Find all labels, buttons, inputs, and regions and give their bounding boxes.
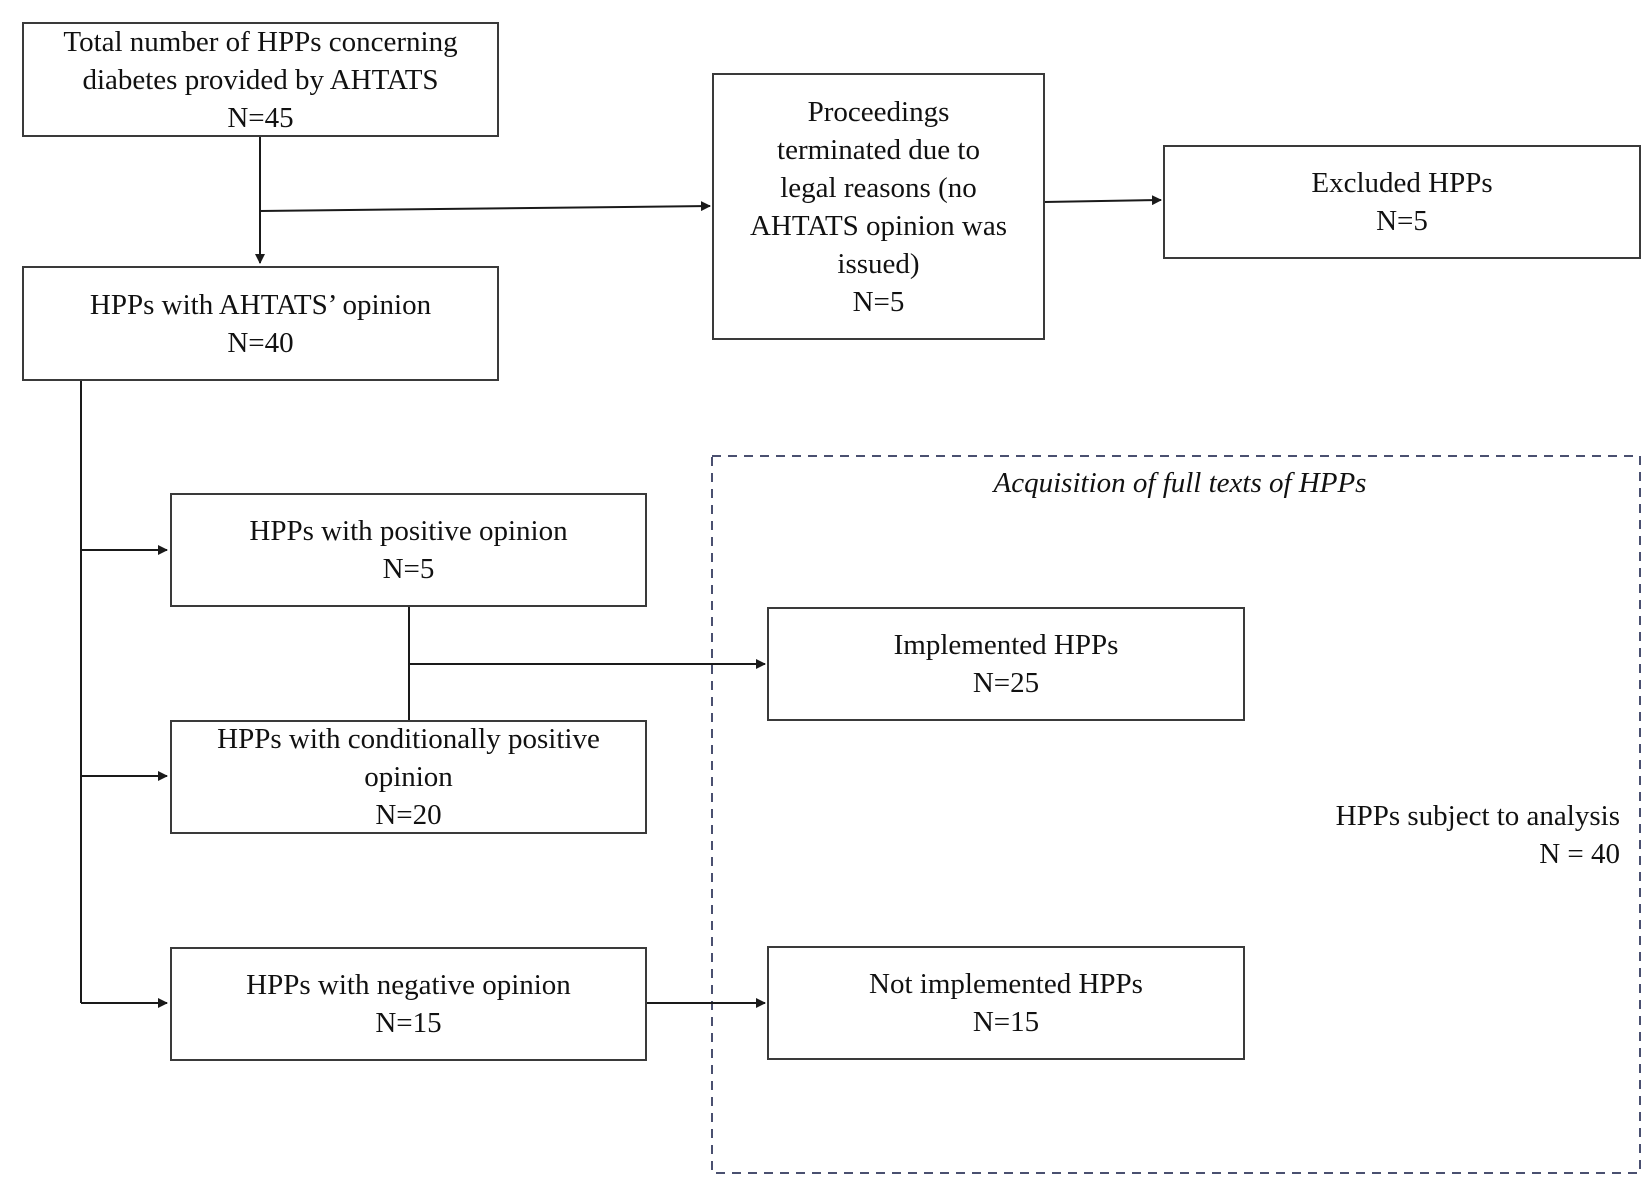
conditional-opinion-box: HPPs with conditionally positive opinion… [170,720,647,834]
negative-count: N=15 [375,1007,442,1039]
terminated-line-5: issued) [837,247,920,280]
with-opinion-count: N=40 [227,326,294,359]
analysis-line-1: HPPs subject to analysis [1335,800,1620,832]
excluded-hpps-box: Excluded HPPs N=5 [1163,145,1641,259]
with-opinion-line-1: HPPs with AHTATS’ opinion [89,288,432,321]
total-hpps-box: Total number of HPPs concerning diabetes… [22,22,499,137]
total-hpps-line-1: Total number of HPPs concerning [63,25,458,58]
positive-opinion-box: HPPs with positive opinion N=5 [170,493,647,607]
terminated-line-3: legal reasons (no [780,171,977,204]
analysis-count: N = 40 [1539,838,1620,870]
not-implemented-line-1: Not implemented HPPs [869,968,1143,1000]
excluded-count: N=5 [1376,205,1428,237]
not-implemented-hpps-box: Not implemented HPPs N=15 [767,946,1245,1060]
hpps-with-opinion-box: HPPs with AHTATS’ opinion N=40 [22,266,499,381]
conditional-line-2: opinion [364,761,453,793]
total-hpps-count: N=45 [227,101,294,134]
implemented-hpps-box: Implemented HPPs N=25 [767,607,1245,721]
acquisition-group-border [711,455,1641,1174]
negative-opinion-box: HPPs with negative opinion N=15 [170,947,647,1061]
conditional-line-1: HPPs with conditionally positive [217,723,600,755]
negative-line-1: HPPs with negative opinion [246,969,571,1001]
terminated-line-1: Proceedings [807,95,950,128]
total-hpps-line-2: diabetes provided by AHTATS [82,63,439,96]
connector-terminated-to-excluded [1043,195,1162,206]
implemented-line-1: Implemented HPPs [893,629,1119,661]
positive-count: N=5 [382,553,435,585]
conditional-count: N=20 [375,799,442,831]
excluded-line-1: Excluded HPPs [1311,167,1493,199]
terminated-count: N=5 [852,285,905,318]
terminated-line-4: AHTATS opinion was [749,209,1008,242]
connector-total-to-terminated [259,201,711,212]
terminated-line-2: terminated due to [777,133,980,166]
implemented-count: N=25 [972,667,1040,699]
positive-line-1: HPPs with positive opinion [249,515,568,547]
analysis-label: HPPs subject to analysis N = 40 [1290,797,1620,873]
not-implemented-count: N=15 [972,1006,1040,1038]
acquisition-group-label: Acquisition of full texts of HPPs [993,467,1367,499]
terminated-proceedings-box: Proceedings terminated due to legal reas… [712,73,1045,340]
